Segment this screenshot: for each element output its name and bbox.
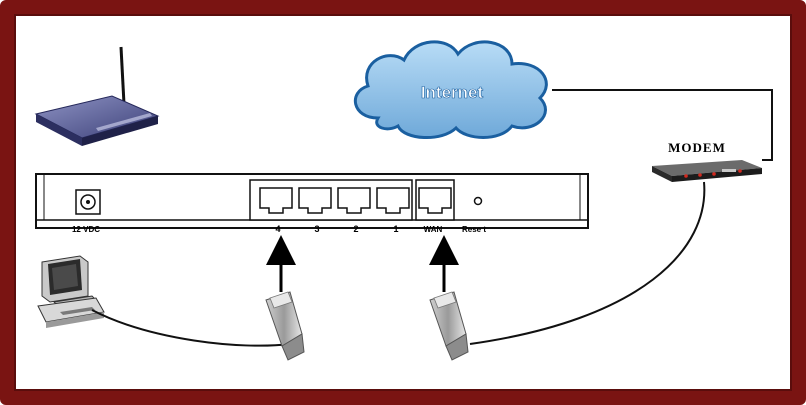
lan-port-label-3: 3 bbox=[314, 224, 319, 234]
lan-port-label-1: 1 bbox=[393, 224, 398, 234]
reset-button-icon bbox=[473, 196, 483, 206]
modem-icon: MODEM bbox=[652, 140, 762, 182]
computer-icon bbox=[37, 255, 105, 328]
router-icon bbox=[34, 46, 160, 146]
modem-wan-cable bbox=[469, 181, 706, 345]
lan-port-1-icon bbox=[376, 187, 410, 214]
internet-modem-cable bbox=[552, 89, 773, 161]
lan-port-label-4: 4 bbox=[275, 224, 280, 234]
reset-label: Rese t bbox=[462, 225, 486, 234]
internet-label: Internet bbox=[421, 83, 484, 102]
power-label: 12 VDC bbox=[72, 225, 100, 234]
computer-lan-cable bbox=[91, 309, 291, 347]
modem-label: MODEM bbox=[668, 140, 726, 155]
lan-port-2-icon bbox=[337, 187, 371, 214]
power-jack-icon bbox=[75, 189, 101, 215]
lan-cable-plug-icon bbox=[265, 291, 305, 361]
wan-port-icon bbox=[418, 187, 452, 214]
wan-cable-plug-icon bbox=[429, 291, 469, 361]
lan-port-label-2: 2 bbox=[353, 224, 358, 234]
internet-cloud-icon: Internet bbox=[353, 40, 548, 140]
lan-port-4-icon bbox=[259, 187, 293, 214]
wan-label: WAN bbox=[424, 225, 443, 234]
router-back-panel: 12 VDC 4 3 2 1 WAN bbox=[35, 173, 589, 234]
lan-port-3-icon bbox=[298, 187, 332, 214]
